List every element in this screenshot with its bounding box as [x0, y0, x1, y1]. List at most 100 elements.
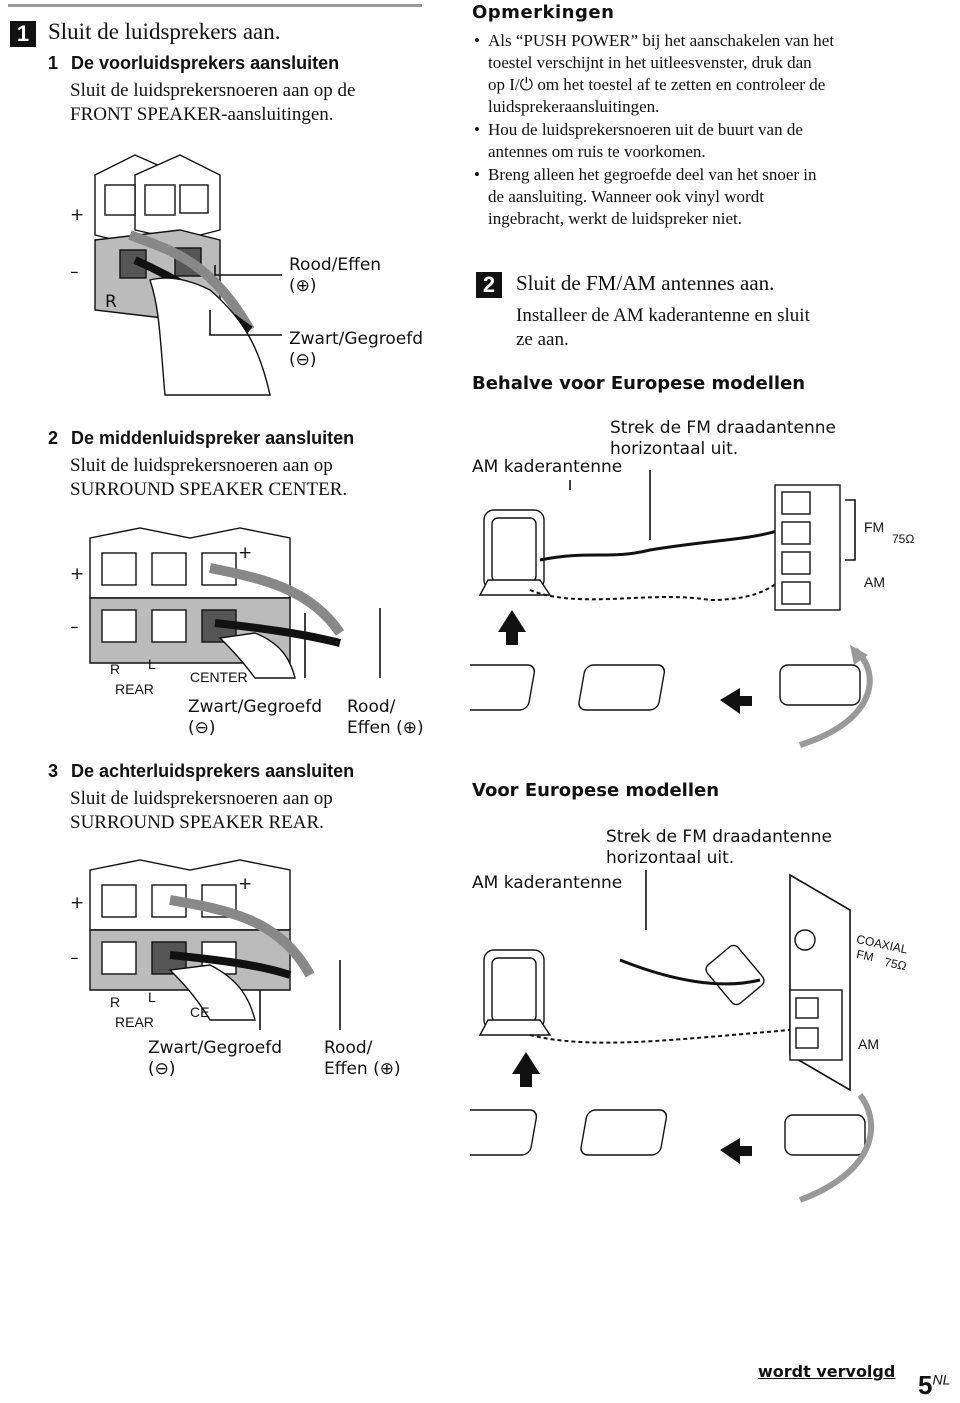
text-line: FRONT SPEAKER-aansluitingen.: [70, 104, 334, 125]
step2-heading: 2 Sluit de FM/AM antennes aan.: [476, 271, 774, 298]
text-line: Sluit de luidsprekersnoeren aan op: [70, 788, 333, 809]
text-line: SURROUND SPEAKER REAR.: [70, 812, 324, 833]
label-line: (⊖): [289, 350, 317, 370]
channel-r-label: R: [110, 661, 121, 677]
front-speaker-terminal-illustration: [94, 154, 282, 396]
text-line: luidsprekeraansluitingen.: [488, 97, 660, 116]
rear-label: REAR: [115, 681, 154, 697]
ohm-label: 75Ω: [892, 532, 915, 546]
text-line: SURROUND SPEAKER CENTER.: [70, 479, 348, 500]
label-line: horizontaal uit.: [606, 848, 735, 868]
top-rule-left: [8, 4, 422, 7]
page-number-value: 5: [918, 1370, 933, 1400]
text-line: de aansluiting. Wanneer ook vinyl wordt: [488, 187, 764, 206]
note-item: Hou de luidsprekersnoeren uit de buurt v…: [472, 119, 912, 163]
substep-1-heading: 1 De voorluidsprekers aansluiten: [48, 53, 339, 74]
substep-3-text: Sluit de luidsprekersnoeren aan op SURRO…: [70, 787, 333, 835]
text-line: Breng alleen het gegroefde deel van het …: [488, 165, 817, 184]
rear-label: REAR: [115, 1014, 154, 1030]
antenna-illustration-european: [470, 870, 875, 1203]
fm-wire-label: Strek de FM draadantenne horizontaal uit…: [610, 418, 836, 460]
red-wire-label: Rood/ Effen (⊕): [324, 1038, 401, 1080]
am-terminal-label: AM: [858, 1036, 879, 1052]
step-title: Sluit de FM/AM antennes aan.: [516, 271, 775, 295]
antenna-illustration-non-european: [470, 470, 873, 748]
label-line: Zwart/Gegroefd: [289, 329, 424, 349]
plus-marker: +: [70, 893, 85, 913]
text-line: Sluit de luidsprekersnoeren aan op de: [70, 80, 356, 101]
red-wire-label: Rood/Effen (⊕): [289, 255, 381, 297]
step-title: Sluit de luidsprekers aan.: [48, 19, 281, 44]
plus-marker: +: [70, 564, 85, 584]
label-line: (⊖): [188, 718, 216, 738]
substep-1-text: Sluit de luidsprekersnoeren aan op de FR…: [70, 79, 355, 127]
text-line: ingebracht, werkt de luidspreker niet.: [488, 209, 742, 228]
substep-2-heading: 2 De middenluidspreker aansluiten: [48, 428, 354, 449]
text-line: antennes om ruis te voorkomen.: [488, 142, 706, 161]
label-line: Rood/Effen: [289, 255, 382, 275]
step1-heading: 1 Sluit de luidsprekers aan.: [10, 19, 281, 47]
red-wire-label: Rood/ Effen (⊕): [347, 697, 424, 739]
minus-marker: –: [70, 948, 79, 968]
text-line: toestel verschijnt in het uitleesvenster…: [488, 53, 812, 72]
label-line: (⊖): [148, 1059, 176, 1079]
label-line: Effen (⊕): [347, 718, 424, 738]
label-line: Strek de FM draadantenne: [610, 418, 837, 438]
text-line: Sluit de luidsprekersnoeren aan op: [70, 455, 333, 476]
text-line: ze aan.: [516, 329, 569, 350]
substep-3-heading: 3 De achterluidsprekers aansluiten: [48, 761, 354, 782]
language-code: NL: [932, 1371, 951, 1388]
label-line: Rood/: [324, 1038, 373, 1058]
channel-l-label: L: [148, 989, 156, 1005]
black-wire-label: Zwart/Gegroefd (⊖): [289, 329, 423, 371]
label-line: horizontaal uit.: [610, 439, 739, 459]
minus-marker: –: [70, 262, 79, 282]
label-line: Strek de FM draadantenne: [606, 827, 833, 847]
center-label: CE: [190, 1004, 210, 1020]
fm-wire-label: Strek de FM draadantenne horizontaal uit…: [606, 827, 832, 869]
channel-l-label: L: [148, 656, 156, 672]
black-wire-label: Zwart/Gegroefd (⊖): [148, 1038, 282, 1080]
rear-speaker-terminal-illustration: [89, 859, 341, 1030]
am-loop-label: AM kaderantenne: [472, 873, 623, 893]
label-line: Effen (⊕): [324, 1059, 401, 1079]
label-line: Zwart/Gegroefd: [188, 697, 323, 717]
text-line: op I/⏻ om het toestel af te zetten en co…: [488, 75, 826, 94]
substep-title: De voorluidsprekers aansluiten: [71, 53, 340, 73]
plus-top-marker: +: [238, 874, 253, 894]
page-number: 5NL: [918, 1370, 950, 1401]
am-loop-label: AM kaderantenne: [472, 457, 623, 477]
step-number-badge: 2: [476, 272, 502, 298]
fm-terminal-label: FM: [864, 519, 885, 535]
section-title-non-european: Behalve voor Europese modellen: [472, 373, 806, 394]
plus-marker: +: [70, 205, 85, 225]
substep-2-text: Sluit de luidsprekersnoeren aan op SURRO…: [70, 454, 347, 502]
label-line: Zwart/Gegroefd: [148, 1038, 283, 1058]
note-item: Als “PUSH POWER” bij het aanschakelen va…: [472, 30, 912, 118]
substep-number: 2: [48, 428, 59, 448]
substep-number: 1: [48, 53, 59, 73]
continued-label: wordt vervolgd: [758, 1362, 896, 1381]
am-terminal-label: AM: [864, 574, 885, 590]
text-line: Hou de luidsprekersnoeren uit de buurt v…: [488, 120, 803, 139]
step-number-badge: 1: [10, 21, 36, 47]
channel-r-label: R: [105, 292, 117, 312]
step2-text: Installeer de AM kaderantenne en sluit z…: [516, 304, 810, 352]
substep-title: De achterluidsprekers aansluiten: [71, 761, 355, 781]
text-line: Als “PUSH POWER” bij het aanschakelen va…: [488, 31, 835, 50]
center-speaker-terminal-illustration: [89, 527, 381, 679]
text-line: Installeer de AM kaderantenne en sluit: [516, 305, 810, 326]
substep-number: 3: [48, 761, 59, 781]
notes-list: Als “PUSH POWER” bij het aanschakelen va…: [472, 30, 912, 231]
minus-marker: –: [70, 617, 79, 637]
substep-title: De middenluidspreker aansluiten: [71, 428, 355, 448]
note-item: Breng alleen het gegroefde deel van het …: [472, 164, 912, 230]
section-title-european: Voor Europese modellen: [472, 780, 720, 801]
center-label: CENTER: [190, 669, 248, 685]
label-line: (⊕): [289, 276, 317, 296]
channel-r-label: R: [110, 994, 121, 1010]
label-line: Rood/: [347, 697, 396, 717]
plus-top-marker: +: [238, 543, 253, 563]
notes-title: Opmerkingen: [472, 2, 615, 23]
black-wire-label: Zwart/Gegroefd (⊖): [188, 697, 322, 739]
